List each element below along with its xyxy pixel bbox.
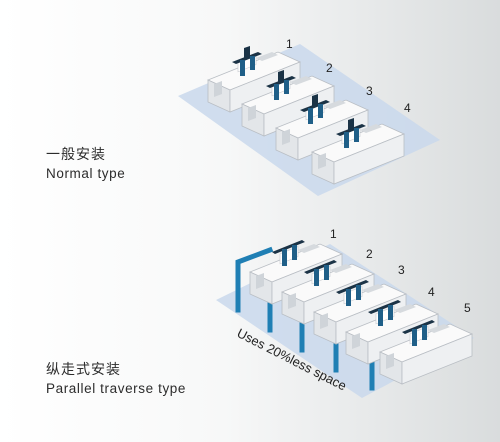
parallel-number-3: 3: [398, 263, 405, 277]
normal-number-2: 2: [326, 61, 333, 75]
parallel-number-4: 4: [428, 285, 435, 299]
normal-number-4: 4: [404, 101, 411, 115]
parallel-type-label: 纵走式安装 Parallel traverse type: [46, 359, 186, 396]
parallel-title-en: Parallel traverse type: [46, 381, 187, 396]
normal-number-1: 1: [286, 37, 293, 51]
normal-type-label: 一般安装 Normal type: [46, 144, 125, 181]
parallel-layout-diagram: 1 2 3 4 5 Uses 20%less space: [216, 227, 474, 398]
normal-layout-diagram: 1 2 3 4: [178, 37, 440, 196]
normal-number-3: 3: [366, 84, 373, 98]
normal-title-cn: 一般安装: [46, 147, 106, 163]
parallel-number-1: 1: [330, 227, 337, 241]
normal-title-en: Normal type: [46, 166, 126, 181]
parallel-number-2: 2: [366, 247, 373, 261]
parallel-number-5: 5: [464, 301, 471, 315]
parallel-title-cn: 纵走式安装: [46, 362, 121, 378]
